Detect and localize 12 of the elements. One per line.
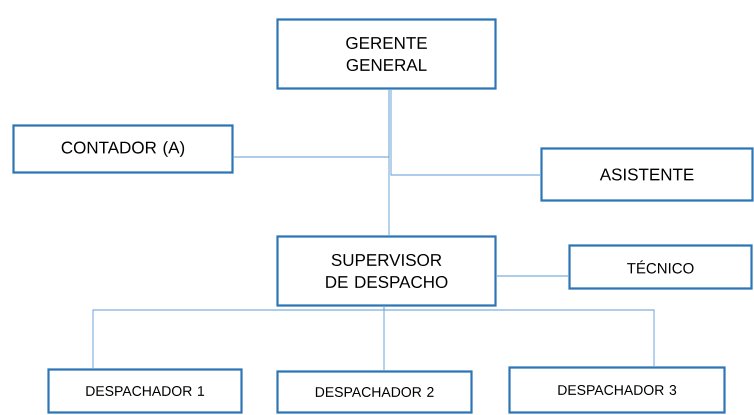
org-box: DESPACHADOR 1	[47, 368, 243, 414]
connector-line	[384, 306, 654, 366]
org-box: DESPACHADOR 3	[508, 366, 726, 414]
connector-line	[234, 90, 390, 158]
org-box: ASISTENTE	[540, 147, 754, 202]
org-box: GERENTE GENERAL	[276, 18, 497, 90]
org-box: CONTADOR (A)	[12, 124, 234, 174]
connector-line	[390, 90, 540, 176]
org-box: TÉCNICO	[568, 244, 753, 290]
org-box: DESPACHADOR 2	[276, 370, 473, 414]
connector-line	[92, 306, 384, 368]
org-box: SUPERVISOR DE DESPACHO	[276, 235, 497, 307]
